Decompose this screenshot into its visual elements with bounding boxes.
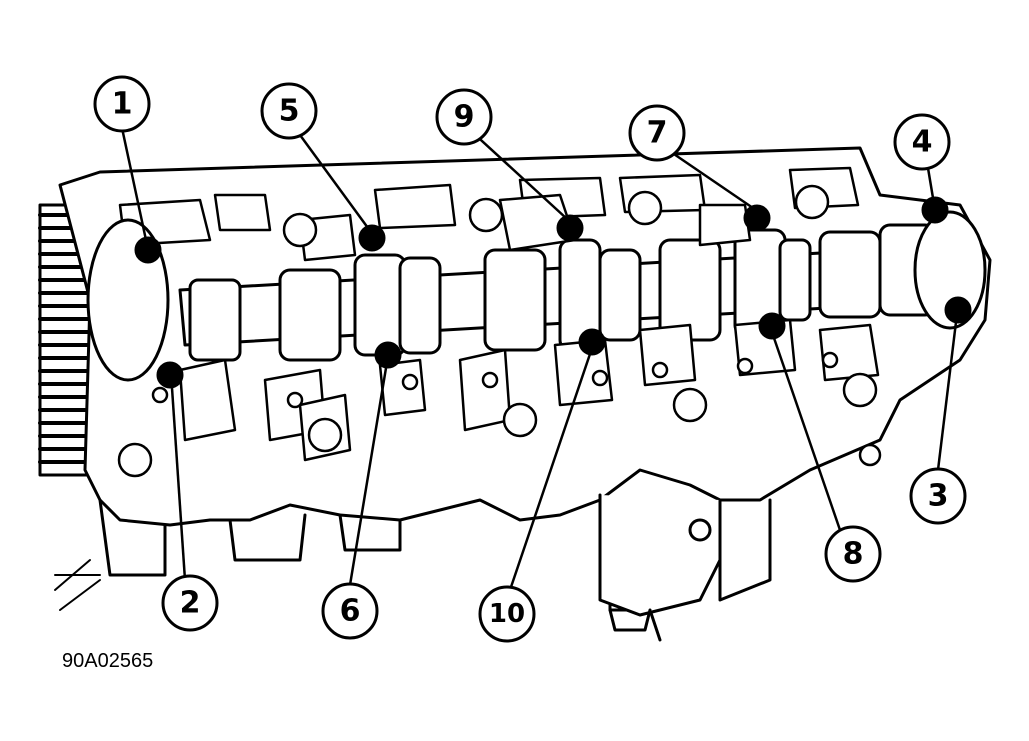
oil-pump-housing xyxy=(598,493,722,617)
camshaft xyxy=(178,210,987,362)
head-bolts xyxy=(117,184,882,478)
callout-label: 1 xyxy=(112,87,133,122)
callout-label: 4 xyxy=(912,125,933,160)
bolt-5 xyxy=(358,224,386,252)
callout-5: 5 xyxy=(260,82,318,140)
bolt-9 xyxy=(556,214,584,242)
callout-4: 4 xyxy=(893,113,951,171)
bolt-7 xyxy=(743,204,771,232)
bolt-1 xyxy=(134,236,162,264)
callout-label: 9 xyxy=(454,100,475,135)
bolt-3 xyxy=(944,296,972,324)
callout-6: 6 xyxy=(321,582,379,640)
bolt-2 xyxy=(156,361,184,389)
leader-lines xyxy=(120,127,958,591)
callout-label: 10 xyxy=(489,599,525,629)
bolt-8 xyxy=(758,312,786,340)
callout-7: 7 xyxy=(628,104,686,162)
callout-2: 2 xyxy=(161,574,219,632)
callout-8: 8 xyxy=(824,525,882,583)
callout-9: 9 xyxy=(435,88,493,146)
callouts: 1 2 3 4 5 6 7 8 xyxy=(93,75,967,643)
bolt-10 xyxy=(578,328,606,356)
callout-label: 5 xyxy=(279,94,300,129)
callout-label: 7 xyxy=(647,116,668,151)
bolt-4 xyxy=(921,196,949,224)
callout-3: 3 xyxy=(909,467,967,525)
callout-1: 1 xyxy=(93,75,151,133)
callout-10: 10 xyxy=(478,585,536,643)
lower-block xyxy=(98,498,772,642)
callout-label: 8 xyxy=(843,537,864,572)
figure-code: 90A02565 xyxy=(62,650,154,672)
callout-label: 3 xyxy=(928,479,949,514)
callout-label: 6 xyxy=(340,594,361,629)
bolt-6 xyxy=(374,341,402,369)
numbered-bolts xyxy=(134,196,972,389)
callout-label: 2 xyxy=(180,586,201,621)
